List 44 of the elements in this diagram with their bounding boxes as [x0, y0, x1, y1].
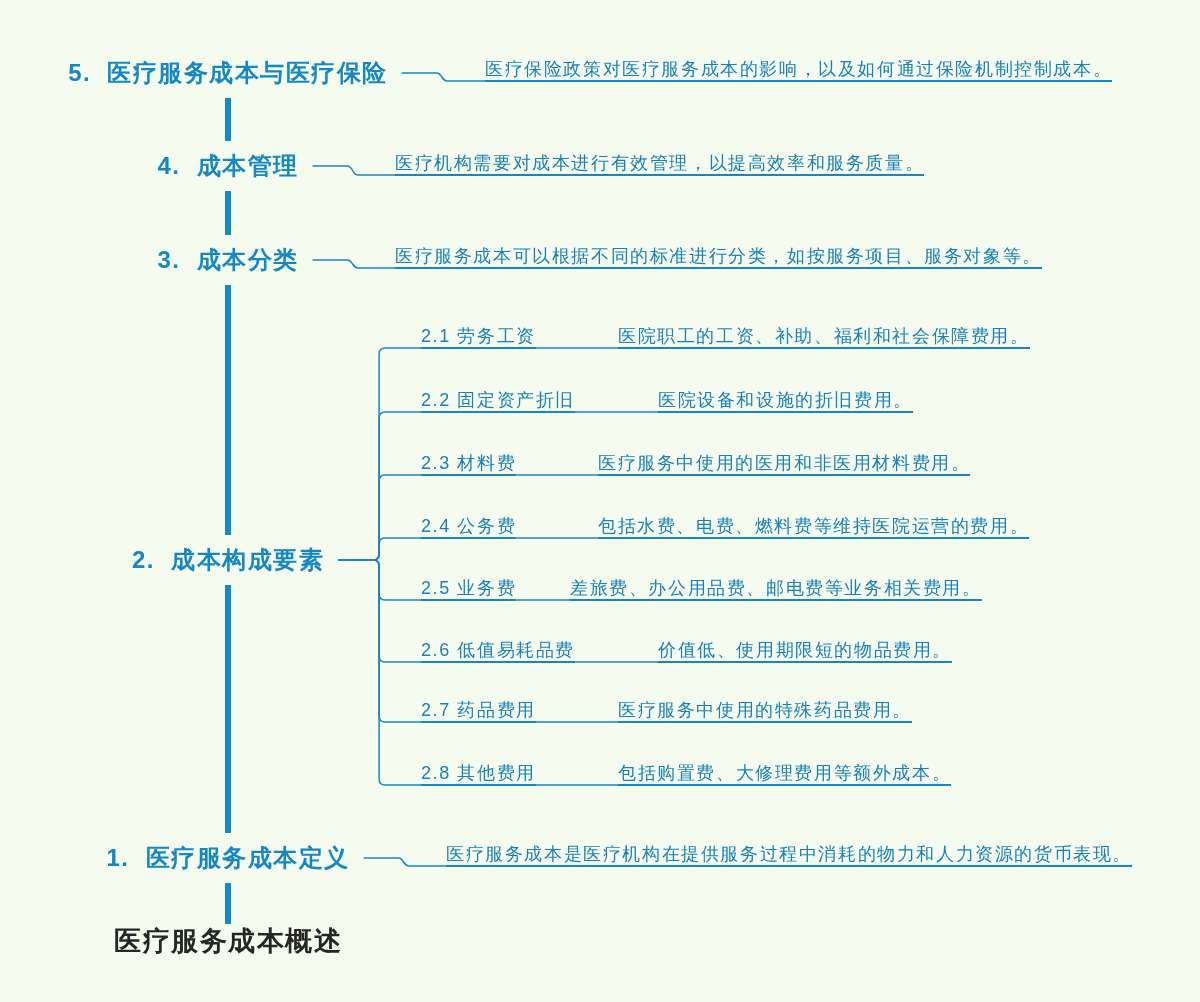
topic-title: 4. 成本管理: [143, 141, 313, 191]
description-text: 医疗服务成本可以根据不同的标准进行分类，如按服务项目、服务对象等。: [395, 246, 1042, 269]
subtopic-label: 2.4 公务费: [421, 516, 517, 539]
spine-line: [225, 585, 231, 833]
subtopic-label: 2.5 业务费: [421, 578, 517, 601]
description-text: 医疗服务中使用的医用和非医用材料费用。: [598, 453, 971, 476]
description-text: 差旅费、办公用品费、邮电费等业务相关费用。: [570, 578, 982, 601]
connector-line: [362, 857, 447, 867]
connector-line: [574, 411, 659, 413]
connector-line: [515, 537, 599, 539]
description-text: 医院职工的工资、补助、福利和社会保障费用。: [618, 326, 1030, 349]
spine-line: [225, 883, 231, 924]
subtopic-label: 2.2 固定资产折旧: [421, 390, 576, 413]
connector-line: [337, 559, 422, 786]
subtopic-label: 2.6 低值易耗品费: [421, 640, 576, 663]
topic-title: 5. 医疗服务成本与医疗保险: [54, 48, 402, 98]
connector-line: [515, 599, 571, 601]
topic-title: 1. 医疗服务成本定义: [92, 833, 364, 883]
description-text: 医疗保险政策对医疗服务成本的影响，以及如何通过保险机制控制成本。: [485, 59, 1113, 82]
connector-line: [574, 661, 659, 663]
description-text: 价值低、使用期限短的物品费用。: [658, 640, 952, 663]
connector-line: [311, 259, 396, 269]
spine-line: [225, 285, 231, 535]
subtopic-label: 2.3 材料费: [421, 453, 517, 476]
central-topic-title: 医疗服务成本概述: [100, 924, 356, 958]
description-text: 包括水费、电费、燃料费等维持医院运营的费用。: [598, 516, 1030, 539]
subtopic-label: 2.8 其他费用: [421, 763, 536, 786]
subtopic-label: 2.7 药品费用: [421, 700, 536, 723]
description-text: 包括购置费、大修理费用等额外成本。: [618, 763, 952, 786]
spine-line: [225, 191, 231, 235]
connector-line: [401, 72, 486, 82]
connector-line: [535, 721, 619, 723]
topic-title: 3. 成本分类: [143, 235, 313, 285]
connector-line: [311, 165, 396, 176]
connector-line: [515, 474, 599, 476]
subtopic-label: 2.1 劳务工资: [421, 326, 536, 349]
description-text: 医疗服务成本是医疗机构在提供服务过程中消耗的物力和人力资源的货币表现。: [446, 844, 1132, 867]
topic-title: 2. 成本构成要素: [117, 535, 339, 585]
description-text: 医院设备和设施的折旧费用。: [658, 390, 913, 413]
description-text: 医疗服务中使用的特殊药品费用。: [618, 700, 912, 723]
connector-line: [535, 784, 619, 786]
spine-line: [225, 98, 231, 141]
description-text: 医疗机构需要对成本进行有效管理，以提高效率和服务质量。: [395, 153, 925, 176]
connector-line: [535, 347, 619, 349]
